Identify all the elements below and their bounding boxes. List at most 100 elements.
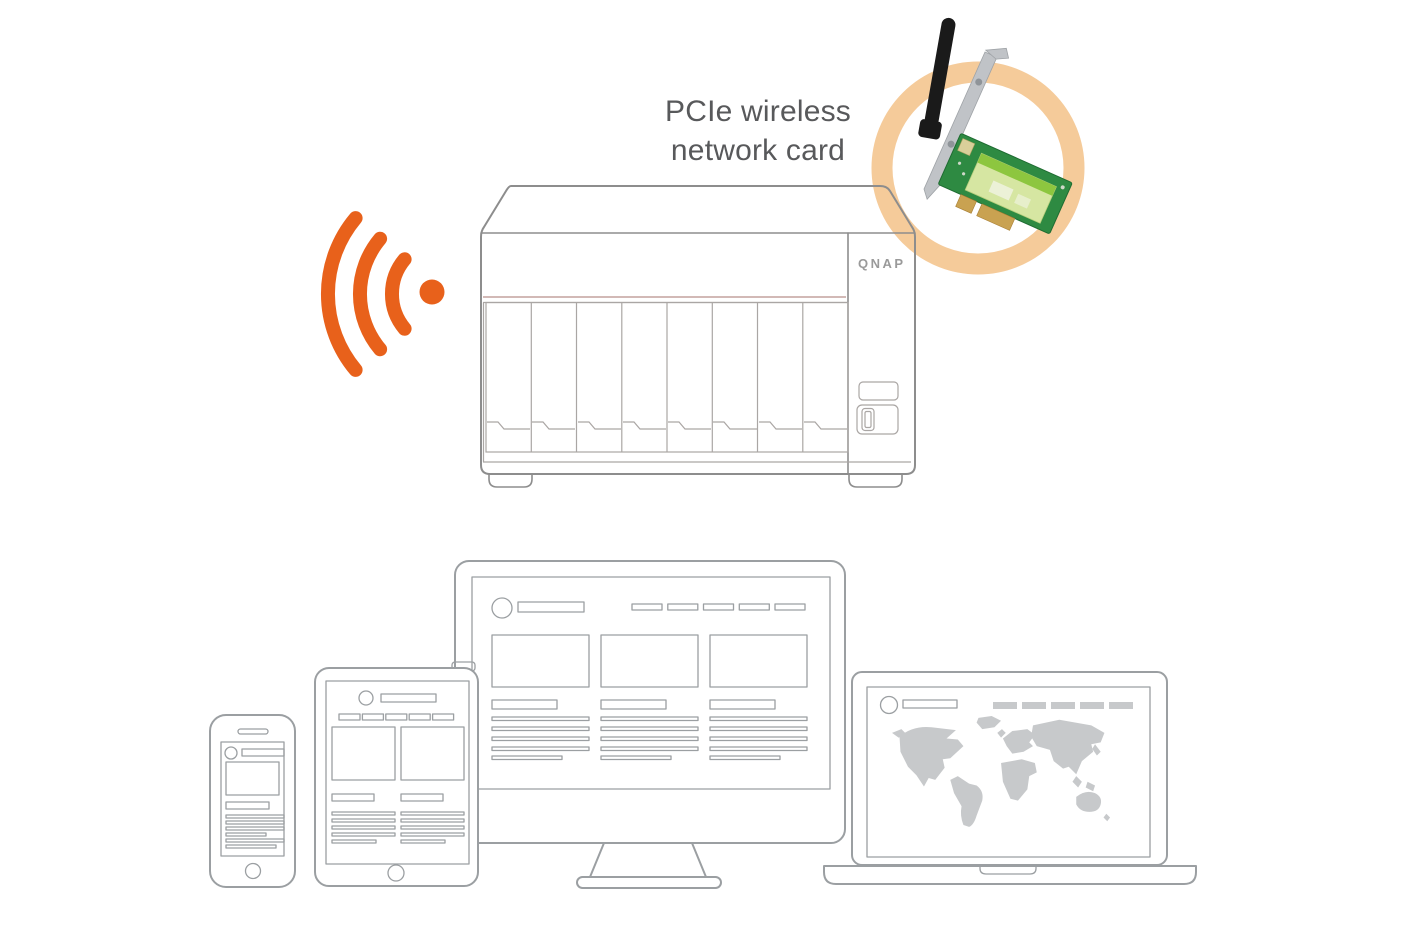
menu-bar (667, 603, 699, 611)
text-line (600, 755, 672, 761)
pcb (938, 133, 1073, 234)
metal-bracket (923, 47, 1010, 200)
image-placeholder (709, 634, 808, 688)
edge-connector-short (955, 194, 977, 214)
tablet-screen (325, 680, 470, 865)
avatar-circle (224, 746, 238, 760)
laptop (823, 671, 1197, 885)
menu-bar (993, 702, 1017, 709)
nas-foot-right (848, 473, 903, 488)
bay-handle (532, 421, 575, 430)
tab-bar (385, 713, 408, 721)
menu-bar (774, 603, 806, 611)
antenna-hinge (918, 119, 942, 140)
image-placeholder (491, 634, 590, 688)
text-line (331, 832, 396, 837)
tablet (314, 661, 479, 887)
map-island (1072, 776, 1082, 788)
edge-connector-long (976, 203, 1016, 231)
map-australia (1076, 791, 1102, 812)
wifi-dot (419, 279, 445, 305)
avatar-circle (491, 597, 513, 619)
pcb-label-band (977, 153, 1057, 196)
text-line (225, 814, 285, 819)
heading-bar (331, 793, 375, 802)
phone-body (209, 714, 296, 888)
bay-handle (759, 421, 802, 430)
heading-bar (709, 699, 776, 710)
antenna-rod (924, 17, 956, 127)
heading-bar (225, 801, 270, 810)
home-button (244, 862, 262, 880)
menu-bars (993, 702, 1133, 709)
phone-screen (220, 741, 285, 857)
text-line (225, 826, 285, 831)
text-line (709, 746, 808, 752)
drive-bays (485, 301, 849, 453)
phone-speaker (237, 728, 269, 735)
nas-chassis (480, 185, 916, 475)
world-map (892, 716, 1111, 827)
monitor-stand-base (576, 876, 722, 889)
menu-bar (631, 603, 663, 611)
text-line (600, 726, 699, 732)
bay-handle (487, 421, 530, 430)
laptop-base (823, 865, 1197, 885)
logo-bar (517, 601, 585, 613)
text-line (491, 746, 590, 752)
map-uk (997, 729, 1006, 738)
text-line (491, 736, 590, 742)
pcb-label-mark (1014, 193, 1032, 209)
text-line (709, 755, 781, 761)
text-line (400, 839, 446, 844)
logo-bar (902, 699, 958, 709)
usb-port-inner (864, 410, 872, 429)
logo-bar (241, 748, 285, 757)
menu-bar (1109, 702, 1133, 709)
tab-bar (361, 713, 385, 721)
bay-handle (578, 421, 621, 430)
menu-bar (702, 603, 735, 611)
menu-bar (738, 603, 770, 611)
map-new-zealand (1103, 813, 1111, 822)
nas-foot-left (488, 473, 533, 488)
heading-bar (491, 699, 558, 710)
avatar-circle (358, 690, 374, 706)
text-line (331, 818, 396, 823)
monitor-body (454, 560, 846, 844)
laptop-screen (866, 686, 1151, 858)
power-button (858, 381, 899, 401)
map-europe (1002, 729, 1035, 754)
text-line (491, 755, 563, 761)
text-line (491, 726, 590, 732)
tab-bar (431, 713, 455, 721)
drive-bay-handles (487, 421, 847, 430)
text-line (600, 736, 699, 742)
wifi-arc-2 (352, 231, 388, 357)
text-line (491, 716, 590, 722)
map-north-america (899, 727, 964, 787)
solder-dot (1060, 185, 1065, 190)
solder-dot (961, 172, 966, 176)
map-south-america (950, 776, 983, 827)
qnap-logo: QNAP (858, 256, 906, 271)
bracket-hook (984, 47, 1010, 60)
menu-bar (1022, 702, 1046, 709)
text-line (225, 820, 285, 825)
text-line (600, 746, 699, 752)
bracket-screw (975, 78, 983, 86)
monitor-stand-neck (589, 842, 707, 878)
tab-bars (338, 713, 455, 721)
image-placeholder (600, 634, 699, 688)
image-placeholder (331, 726, 396, 781)
text-line (225, 832, 267, 837)
menu-bars (631, 603, 806, 611)
map-asia (1031, 719, 1105, 775)
bay-handle (668, 421, 711, 430)
text-line (400, 825, 465, 830)
tab-bar (338, 713, 361, 721)
pcie-card-label: PCIe wireless network card (665, 95, 851, 167)
bracket-screw (947, 140, 955, 148)
